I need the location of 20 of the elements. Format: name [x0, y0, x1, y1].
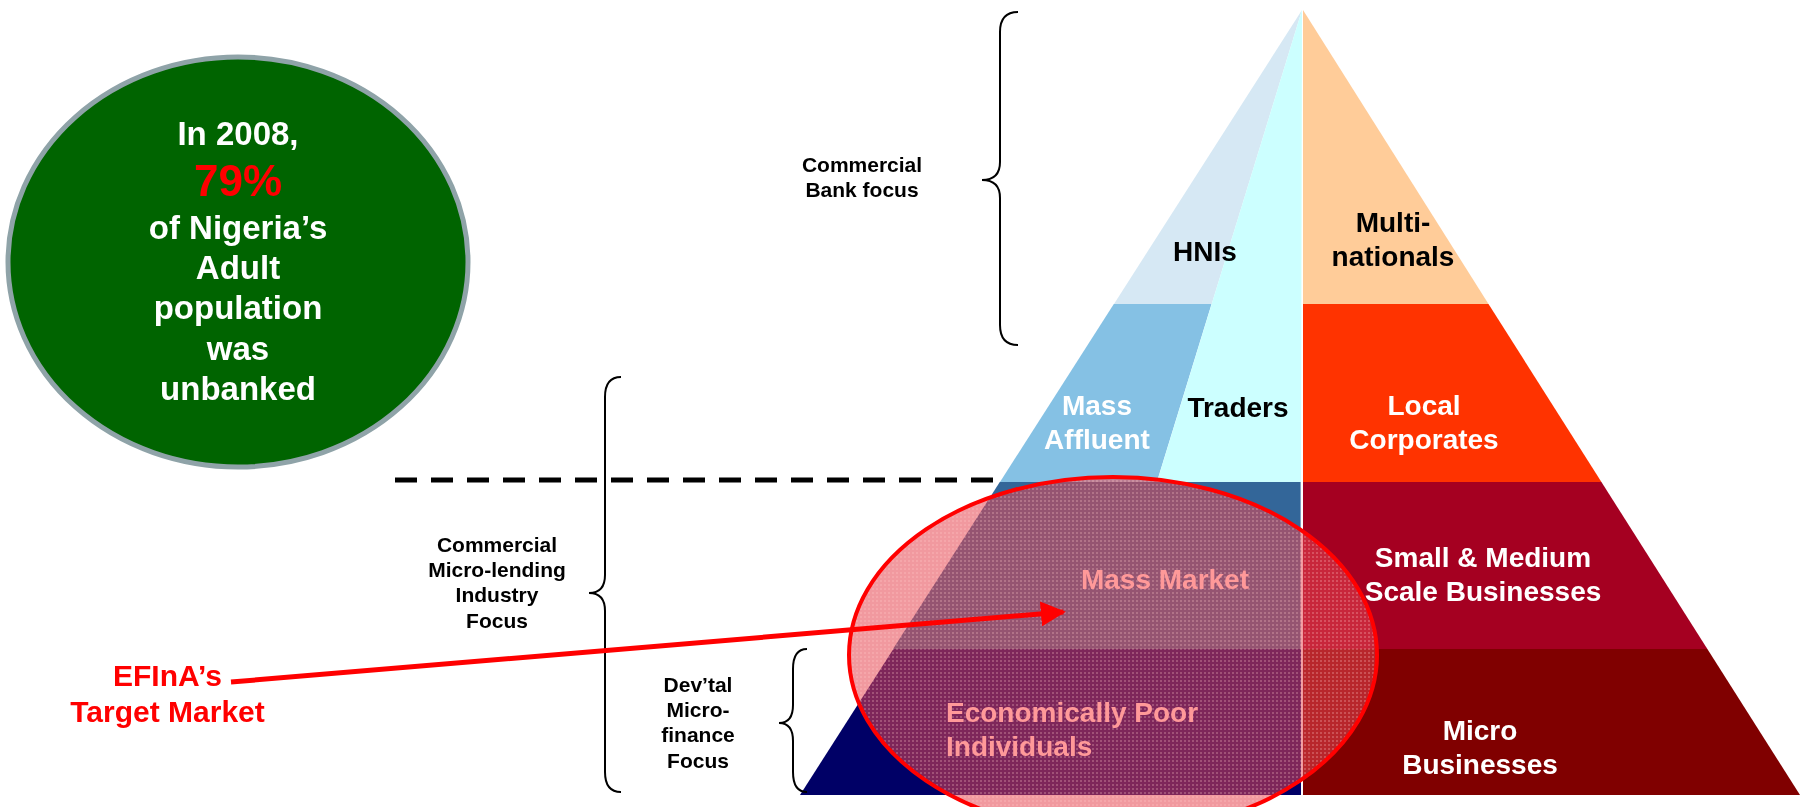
- info-text: In 2008, 79% of Nigeria’s Adult population was unbanked: [147, 114, 329, 410]
- segment-label: Economically Poor Individuals: [946, 695, 1200, 764]
- segment-label: Mass Market: [1080, 562, 1250, 597]
- segment-label: Traders: [1187, 390, 1289, 425]
- pyramid-segment: [1303, 304, 1602, 482]
- segment-label: Mass Affluent: [1043, 388, 1151, 457]
- pyramid-segment: [1114, 10, 1302, 304]
- bracket-label: Commercial Bank focus: [800, 151, 924, 203]
- segment-label: Micro Businesses: [1401, 713, 1559, 782]
- pyramid-segment: [1303, 10, 1489, 304]
- segment-label: Local Corporates: [1348, 388, 1500, 457]
- segment-label: Multi- nationals: [1330, 205, 1456, 274]
- bracket-label: Commercial Micro-lending Industry Focus: [427, 531, 567, 633]
- pyramid-segment: [1157, 10, 1302, 482]
- info-circle: [5, 54, 471, 470]
- callout-text: EFInA’s Target Market: [69, 658, 266, 730]
- arrow: [230, 601, 1066, 685]
- segment-label: Small & Medium Scale Businesses: [1363, 540, 1603, 609]
- segment-label: HNIs: [1173, 234, 1237, 269]
- bracket-label: Dev’tal Micro-finance Focus: [660, 671, 736, 773]
